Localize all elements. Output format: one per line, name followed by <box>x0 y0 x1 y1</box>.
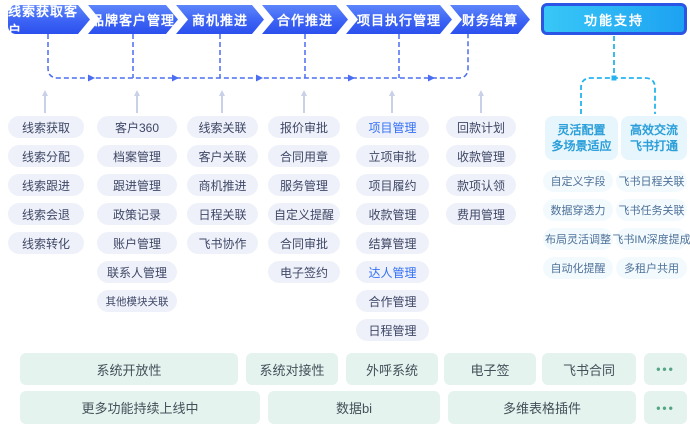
bottom-box-system-docking: 系统对接性 <box>246 353 338 385</box>
feature-pill: 线索跟进 <box>8 174 84 196</box>
feature-pill: 账户管理 <box>97 232 177 254</box>
feature-pill: 合作管理 <box>356 290 429 312</box>
stage-brand-customer: 品牌客户管理 <box>88 5 178 34</box>
feature-pill: 客户360 <box>97 116 177 138</box>
stage-finance: 财务结算 <box>450 5 530 34</box>
feature-pill: 线索会退 <box>8 203 84 225</box>
feature-pill: 电子签约 <box>268 261 340 283</box>
bottom-box-call-system: 外呼系统 <box>346 353 438 385</box>
stage-lead-acquisition: 线索获取客户 <box>8 5 90 34</box>
feature-pill: 合同用章 <box>268 145 340 167</box>
more-row1-ellipsis: ••• <box>644 353 687 385</box>
feature-pill: 合同审批 <box>268 232 340 254</box>
bottom-box-esign: 电子签 <box>444 353 536 385</box>
support-box-line: 飞书打通 <box>629 139 678 153</box>
bottom-box-system-openness: 系统开放性 <box>20 353 238 385</box>
feature-pill: 自定义提醒 <box>268 203 340 225</box>
feature-pill: 收款管理 <box>446 145 516 167</box>
feature-pill: 飞书IM深度提成 <box>612 228 690 250</box>
feature-pill: 飞书任务关联 <box>616 199 687 221</box>
feature-pill: 自定义字段 <box>543 170 613 192</box>
feature-pill: 自动化提醒 <box>543 257 613 279</box>
feature-pill: 飞书日程关联 <box>616 170 687 192</box>
feature-pill: 其他模块关联 <box>97 290 177 312</box>
feature-pill: 款项认领 <box>446 174 516 196</box>
feature-pill: 项目履约 <box>356 174 429 196</box>
feature-pill: 线索转化 <box>8 232 84 254</box>
support-box-line: 高效交流 <box>629 123 678 137</box>
feature-pill: 线索关联 <box>187 116 258 138</box>
feature-pill: 立项审批 <box>356 145 429 167</box>
column-opportunity: 线索关联客户关联商机推进日程关联飞书协作 <box>187 116 258 254</box>
support-header: 功能支持 <box>541 3 687 35</box>
column-finance: 回款计划收款管理款项认领费用管理 <box>446 116 516 225</box>
bottom-box-data-bi: 数据bi <box>268 391 440 424</box>
feature-pill: 线索获取 <box>8 116 84 138</box>
feature-pill: 线索分配 <box>8 145 84 167</box>
support-column-left: 自定义字段数据穿透力布局灵活调整自动化提醒 <box>543 170 613 279</box>
feature-pill: 收款管理 <box>356 203 429 225</box>
feature-pill: 费用管理 <box>446 203 516 225</box>
stage-project-execution: 项目执行管理 <box>346 5 452 34</box>
column-brand: 客户360 档案管理跟进管理政策记录账户管理联系人管理其他模块关联 <box>97 116 177 312</box>
feature-pill: 档案管理 <box>97 145 177 167</box>
feature-pill: 联系人管理 <box>97 261 177 283</box>
more-row2-ellipsis: ••• <box>644 391 687 424</box>
feature-pill: 达人管理 <box>356 261 429 283</box>
bottom-box-feishu-contract: 飞书合同 <box>542 353 636 385</box>
support-header-label: 功能支持 <box>544 6 684 32</box>
feature-pill: 报价审批 <box>268 116 340 138</box>
feature-pill: 项目管理 <box>356 116 429 138</box>
support-column-right: 飞书日程关联飞书任务关联飞书IM深度提成多租户共用 <box>612 170 690 279</box>
support-box-line: 多场景适应 <box>551 139 612 153</box>
feature-pill: 日程关联 <box>187 203 258 225</box>
feature-pill: 日程管理 <box>356 319 429 341</box>
feature-pill: 数据穿透力 <box>543 199 613 221</box>
bottom-box-more-features: 更多功能持续上线中 <box>20 391 260 424</box>
feature-pill: 布局灵活调整 <box>543 228 613 250</box>
feature-pill: 跟进管理 <box>97 174 177 196</box>
feature-pill: 商机推进 <box>187 174 258 196</box>
column-lead: 线索获取线索分配线索跟进线索会退线索转化 <box>8 116 84 254</box>
bottom-box-multidim-table-plugin: 多维表格插件 <box>448 391 636 424</box>
column-cooperation: 报价审批合同用章服务管理自定义提醒合同审批电子签约 <box>268 116 340 283</box>
feature-pill: 客户关联 <box>187 145 258 167</box>
column-project: 项目管理立项审批项目履约收款管理结算管理达人管理合作管理日程管理 <box>356 116 429 341</box>
stage-opportunity: 商机推进 <box>176 5 264 34</box>
feature-pill: 服务管理 <box>268 174 340 196</box>
feature-pill: 政策记录 <box>97 203 177 225</box>
flow-header: 线索获取客户 品牌客户管理 商机推进 合作推进 项目执行管理 财务结算 <box>0 0 690 40</box>
feature-pill: 回款计划 <box>446 116 516 138</box>
support-box-line: 灵活配置 <box>557 123 606 137</box>
feature-pill: 结算管理 <box>356 232 429 254</box>
stage-cooperation: 合作推进 <box>262 5 348 34</box>
support-box-flexible-config: 灵活配置 多场景适应 <box>545 116 618 160</box>
support-box-feishu-connect: 高效交流 飞书打通 <box>621 116 687 160</box>
feature-pill: 飞书协作 <box>187 232 258 254</box>
feature-pill: 多租户共用 <box>616 257 687 279</box>
